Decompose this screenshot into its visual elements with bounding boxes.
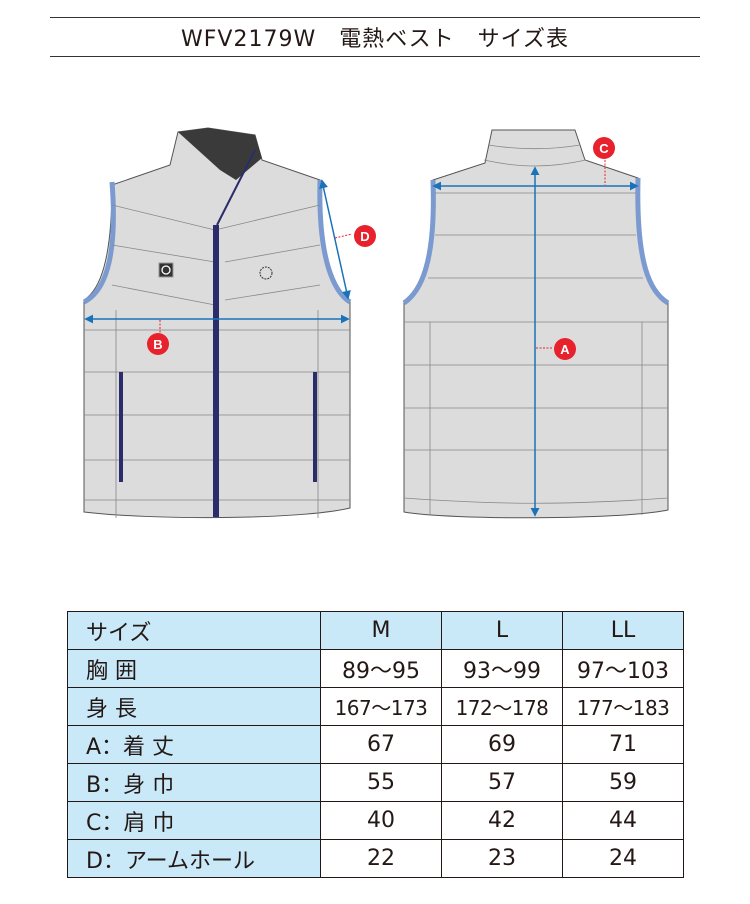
row-label-height: 身 長 [67,687,321,726]
row-label-chest: 胸 囲 [67,649,321,688]
vest-back [402,129,670,519]
cell: 24 [562,839,684,878]
size-m-header: M [320,611,442,650]
cell: 177〜183 [562,687,684,726]
power-button-icon [158,262,174,278]
table-row: 身 長 167〜173 172〜178 177〜183 [67,687,684,726]
marker-b: B [147,333,169,355]
row-label-body-width: B：身 巾 [67,763,321,802]
marker-a: A [554,338,576,360]
row-label-shoulder: C：肩 巾 [67,801,321,840]
size-table: サイズ M L LL 胸 囲 89〜95 93〜99 97〜103 身 長 16… [67,611,684,878]
table-row: A：着 丈 67 69 71 [67,725,684,764]
vest-front [82,127,352,519]
cell: 97〜103 [562,649,684,688]
cell: 67 [320,725,442,764]
cell: 71 [562,725,684,764]
svg-text:B: B [153,337,162,352]
cell: 69 [441,725,563,764]
cell: 93〜99 [441,649,563,688]
cell: 172〜178 [441,687,563,726]
cell: 89〜95 [320,649,442,688]
cell: 59 [562,763,684,802]
size-l-header: L [441,611,563,650]
cell: 57 [441,763,563,802]
table-row: B：身 巾 55 57 59 [67,763,684,802]
svg-text:D: D [360,229,369,244]
header-label: サイズ [67,611,321,650]
cell: 23 [441,839,563,878]
measure-d-arrow [319,179,351,300]
row-label-length: A：着 丈 [67,725,321,764]
page-title: WFV2179W 電熱ベスト サイズ表 [181,27,569,52]
marker-d: D [354,225,376,247]
vest-illustration: B D C A [82,127,670,519]
svg-text:A: A [560,342,570,357]
title-bar: WFV2179W 電熱ベスト サイズ表 [50,17,700,57]
cell: 44 [562,801,684,840]
table-row: D：アームホール 22 23 24 [67,839,684,878]
table-header-row: サイズ M L LL [67,611,684,650]
cell: 55 [320,763,442,802]
marker-c: C [593,137,615,159]
svg-text:C: C [599,141,609,156]
brand-logo-icon [259,266,273,280]
cell: 167〜173 [320,687,442,726]
cell: 22 [320,839,442,878]
table-row: C：肩 巾 40 42 44 [67,801,684,840]
table-row: 胸 囲 89〜95 93〜99 97〜103 [67,649,684,688]
size-ll-header: LL [562,611,684,650]
cell: 40 [320,801,442,840]
cell: 42 [441,801,563,840]
row-label-armhole: D：アームホール [67,839,321,878]
